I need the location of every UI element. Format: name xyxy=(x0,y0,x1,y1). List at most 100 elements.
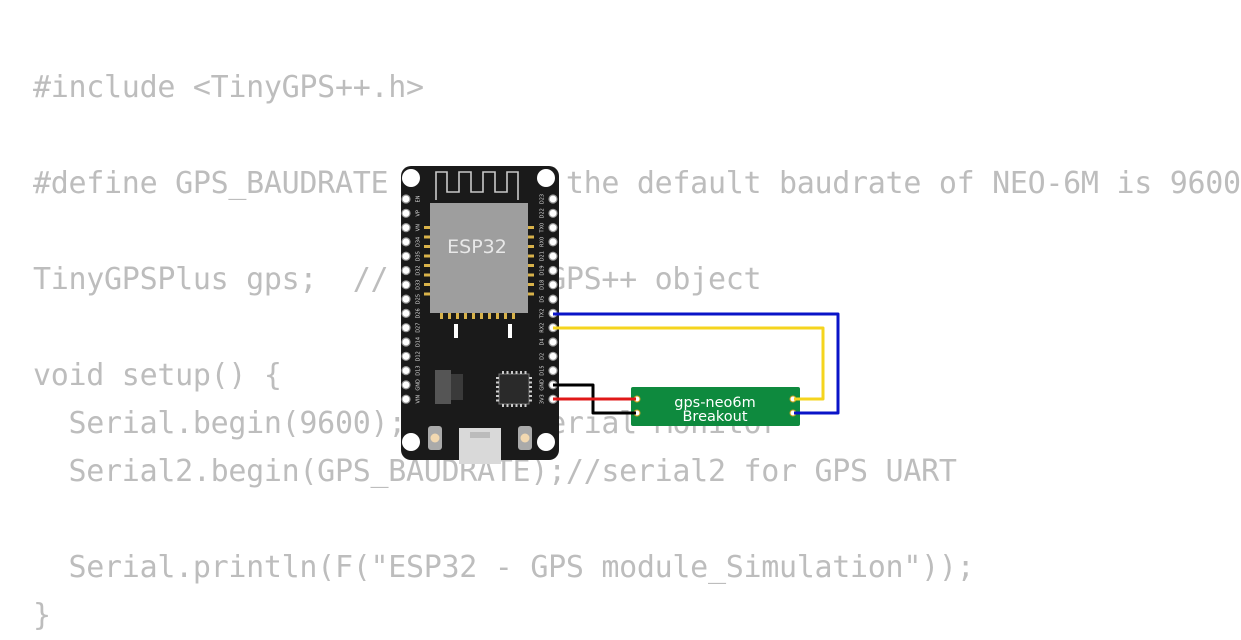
pin-gnd[interactable] xyxy=(401,380,411,390)
pin-en[interactable] xyxy=(401,194,411,204)
pin-rx0[interactable] xyxy=(548,237,558,247)
pin-d13[interactable] xyxy=(401,366,411,376)
pin-d34[interactable] xyxy=(401,237,411,247)
pin-label: RX2 xyxy=(540,323,546,333)
module-pad xyxy=(440,313,443,319)
pin-d21[interactable] xyxy=(548,251,558,261)
pin-d4[interactable] xyxy=(548,337,558,347)
chip-pad xyxy=(520,404,522,407)
mount-hole xyxy=(537,169,555,187)
pin-tx0[interactable] xyxy=(548,223,558,233)
esp32-module xyxy=(430,203,528,313)
module-pins xyxy=(424,226,534,319)
chip-pad xyxy=(529,399,532,402)
module-pad xyxy=(528,245,534,248)
pin-vin[interactable] xyxy=(401,394,411,404)
pin-label: D33 xyxy=(416,280,422,290)
pin-d5[interactable] xyxy=(548,294,558,304)
chip-pad xyxy=(496,377,499,379)
pin-d27[interactable] xyxy=(401,323,411,333)
chip-pad xyxy=(511,404,513,407)
module-pad xyxy=(424,283,430,286)
module-pad xyxy=(424,273,430,277)
gps-neo6m-breakout[interactable]: gps-neo6m Breakout xyxy=(631,387,800,426)
pin-label: EN xyxy=(416,195,422,202)
mount-hole xyxy=(402,169,420,187)
gps-pcb xyxy=(631,387,800,426)
chip-pad xyxy=(496,395,499,397)
pin-d2[interactable] xyxy=(548,351,558,361)
pin-vn[interactable] xyxy=(401,223,411,233)
esp32-board[interactable]: ESP32 ENVPVND34D35D32D33D25D26D27D14D12D… xyxy=(401,166,559,464)
usb-connector-slot xyxy=(470,432,490,438)
chip-pads xyxy=(496,371,532,407)
pin-d15[interactable] xyxy=(548,366,558,376)
module-pad xyxy=(448,313,451,319)
chip-pad xyxy=(524,371,527,374)
chip-pad xyxy=(529,395,532,397)
boot-button-cap[interactable] xyxy=(430,433,440,443)
pin-d25[interactable] xyxy=(401,294,411,304)
pin-label: D32 xyxy=(416,265,422,275)
pin-vp[interactable] xyxy=(401,208,411,218)
pin-label: D18 xyxy=(540,280,546,290)
smd-component xyxy=(454,324,458,338)
pin-label: D21 xyxy=(540,251,546,261)
smd-component xyxy=(508,324,512,338)
pin-d26[interactable] xyxy=(401,308,411,318)
pin-label: TX2 xyxy=(540,309,546,320)
voltage-regulator xyxy=(435,370,451,404)
module-pad xyxy=(528,254,534,258)
pin-label: D19 xyxy=(540,265,546,275)
reset-button-cap[interactable] xyxy=(520,433,530,443)
chip-pad xyxy=(529,381,532,384)
module-pad xyxy=(424,264,430,267)
code-line: void setup() { xyxy=(33,358,282,393)
circuit-canvas: ESP32 ENVPVND34D35D32D33D25D26D27D14D12D… xyxy=(401,166,840,464)
pin-d32[interactable] xyxy=(401,265,411,276)
pin-d35[interactable] xyxy=(401,251,411,261)
pin-label: D27 xyxy=(416,323,422,333)
pin-label: VP xyxy=(416,210,422,216)
pin-d23[interactable] xyxy=(548,194,558,204)
module-pad xyxy=(512,313,515,319)
chip-pad xyxy=(496,381,499,384)
code-line: Serial.println(F("ESP32 - GPS module_Sim… xyxy=(33,550,975,585)
left-pin-header: ENVPVND34D35D32D33D25D26D27D14D12D13GNDV… xyxy=(401,194,422,404)
module-pad xyxy=(496,313,499,319)
pin-d12[interactable] xyxy=(401,351,411,361)
antenna-trace xyxy=(435,171,519,200)
pin-d33[interactable] xyxy=(401,280,411,290)
chip-pad xyxy=(520,371,522,374)
module-pad xyxy=(424,226,430,229)
chip-pad xyxy=(496,386,499,388)
chip-pad xyxy=(496,399,499,402)
chip-pad xyxy=(529,386,532,388)
chip-pad xyxy=(515,371,518,374)
module-pad xyxy=(456,313,459,319)
chip-pad xyxy=(502,404,504,407)
module-pad xyxy=(528,264,534,267)
pin-d18[interactable] xyxy=(548,280,558,290)
module-pad xyxy=(528,283,534,286)
gps-label-line2: Breakout xyxy=(682,409,747,425)
code-line: Serial2.begin(GPS_BAUDRATE);//serial2 fo… xyxy=(33,454,957,489)
pin-label: D34 xyxy=(416,237,422,247)
wire-rx2-to-gps-tx[interactable] xyxy=(553,326,825,401)
pin-d22[interactable] xyxy=(548,208,558,218)
chip-pad xyxy=(506,404,509,407)
pin-d14[interactable] xyxy=(401,337,411,347)
module-pad xyxy=(528,292,534,296)
mount-hole xyxy=(537,433,555,451)
esp32-chip-label: ESP32 xyxy=(447,236,507,258)
pin-label: VIN xyxy=(416,395,422,404)
chip-pad xyxy=(515,404,518,407)
mount-hole xyxy=(402,433,420,451)
wire-tx2-to-gps-rx[interactable] xyxy=(553,312,840,415)
code-line: } xyxy=(33,598,51,633)
pin-label: D22 xyxy=(540,208,546,218)
pin-label: 3V3 xyxy=(540,394,546,404)
module-pad xyxy=(528,273,534,277)
chip-pad xyxy=(529,390,532,393)
pin-d19[interactable] xyxy=(548,265,558,276)
